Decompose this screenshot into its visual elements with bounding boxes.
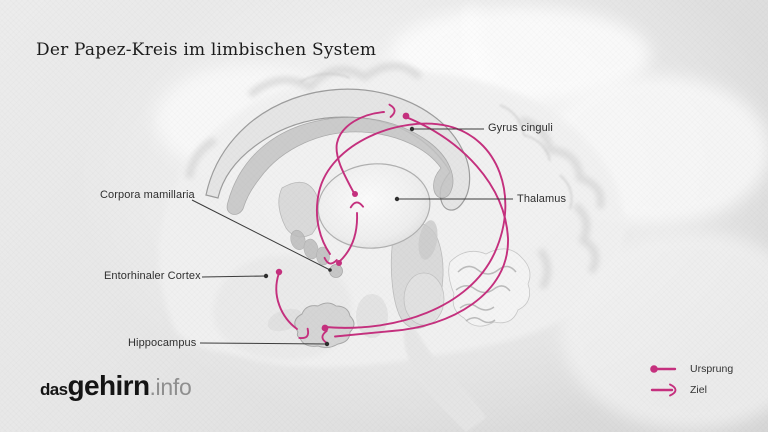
leader-dot-corpora-mamillaria [328,268,332,272]
leader-entorhinaler-cortex [201,275,267,278]
hypothalamus-nuclei [290,229,330,266]
origin-dot-corpora-mamillaria [336,260,342,266]
neck-highlight [560,230,768,430]
leader-dot-entorhinaler-cortex [263,273,269,279]
arc-corpora-mamillaria-to-thalamus [338,212,358,263]
arc-entorhinal-to-hippocampus [275,272,298,330]
leader-corpora-mamillaria [191,199,331,271]
legend-label-ursprung: Ursprung [690,362,734,375]
brain-illustration [155,7,768,432]
label-thalamus: Thalamus [517,193,567,205]
pons [403,272,445,326]
logo-gehirn: gehirn [67,370,151,401]
label-leader-lines [191,126,513,347]
logo-dasgehirn-info: dasgehirn.info [40,370,192,402]
page-title: Der Papez-Kreis im limbischen System [36,40,377,60]
gyrus-cinguli-region [205,88,471,211]
legend: Ursprung Ziel [648,358,733,400]
septum-fornix [278,181,321,238]
gyri-texture [185,62,605,290]
thalamus-shape [317,163,431,249]
target-icon [650,383,677,396]
legend-item-ziel: Ziel [648,379,733,400]
label-hippocampus: Hippocampus [128,337,197,349]
medulla [403,326,486,432]
origin-dot-thalamus [352,191,358,197]
sulci-lines [299,73,573,210]
arc-gyrus-cinguli-to-hippocampus [334,116,509,338]
logo-das: das [40,380,68,399]
legend-item-ursprung: Ursprung [648,358,733,379]
logo-info: .info [149,374,192,400]
label-entorhinaler-cortex: Entorhinaler Cortex [104,270,201,282]
leader-dot-gyrus-cinguli [409,126,415,132]
label-corpora-mamillaria: Corpora mamillaria [100,189,195,201]
origin-dot-gyrus-cinguli [402,112,410,120]
papez-circuit [275,103,509,345]
arc-hippocampus-to-corpora-mamillaria [315,122,507,329]
label-gyrus-cinguli: Gyrus cinguli [488,122,553,134]
origin-icon [650,364,677,373]
leader-hippocampus [199,342,328,345]
leader-dot-hippocampus [324,341,330,347]
arc-thalamus-to-gyrus-cinguli [335,111,385,196]
legend-label-ziel: Ziel [690,383,707,396]
origin-dot-entorhinal-cortex [275,268,283,276]
leader-dot-thalamus [394,196,400,202]
origin-dot-hippocampus [321,324,329,332]
ventricle [418,220,438,260]
